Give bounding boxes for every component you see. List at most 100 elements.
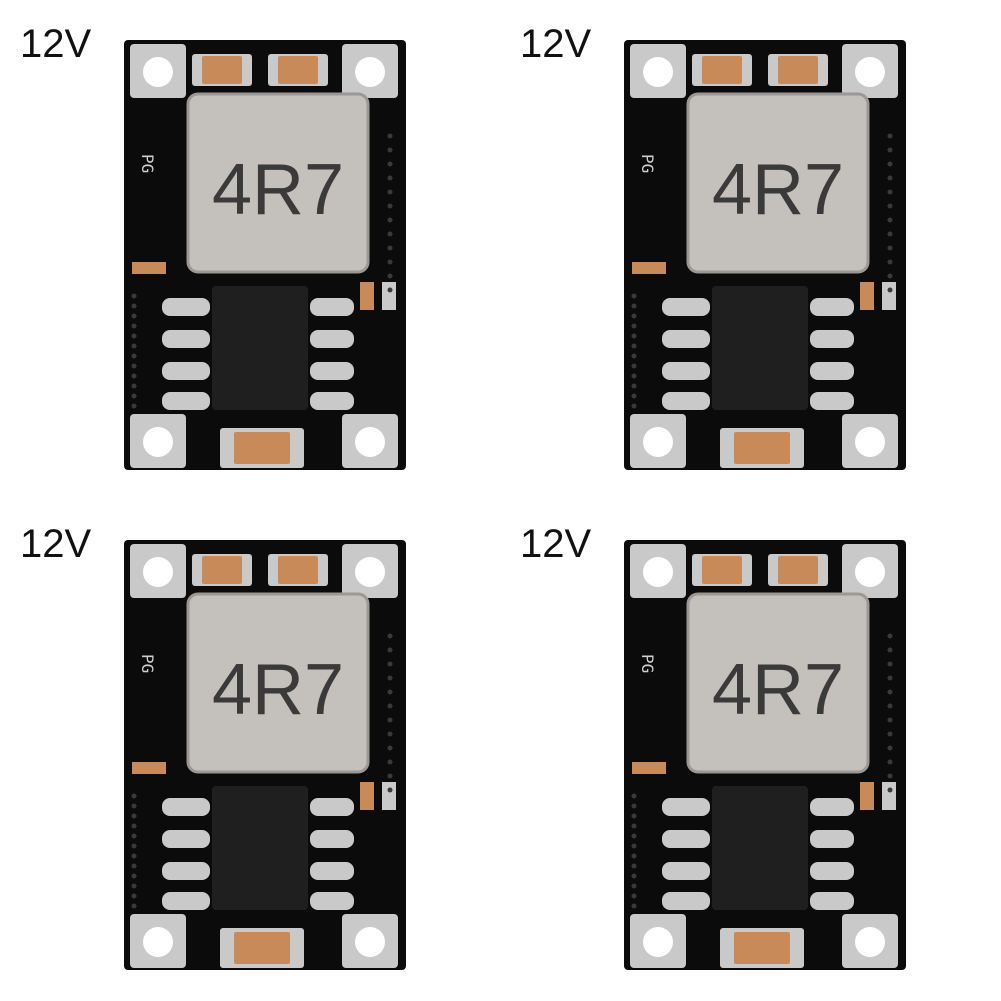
inductor (186, 92, 370, 274)
via (131, 323, 137, 329)
voltage-label: 12V (520, 22, 592, 66)
via (631, 403, 637, 409)
via (887, 647, 893, 653)
via (887, 745, 893, 751)
capacitor (778, 56, 818, 84)
via (387, 703, 393, 709)
capacitor (278, 56, 318, 84)
smd-resistor (132, 762, 166, 774)
via (631, 843, 637, 849)
ic-pin (162, 298, 210, 316)
inductor-marking: 4R7 (712, 150, 844, 230)
capacitor (202, 56, 242, 84)
ic-pin (810, 892, 854, 910)
via (387, 161, 393, 167)
ic-pin (810, 830, 854, 848)
ic-pin (662, 362, 710, 380)
via (131, 373, 137, 379)
ic-pin (310, 298, 354, 316)
via (631, 393, 637, 399)
via (131, 333, 137, 339)
via (387, 287, 393, 293)
via (387, 689, 393, 695)
ic-pin (662, 862, 710, 880)
via (631, 303, 637, 309)
ic-pin (162, 330, 210, 348)
ic-pin (310, 830, 354, 848)
ic-pin (662, 392, 710, 410)
via (631, 803, 637, 809)
mounting-hole (855, 427, 885, 457)
capacitor (278, 556, 318, 584)
via (131, 803, 137, 809)
mounting-hole (643, 427, 673, 457)
mounting-hole (355, 557, 385, 587)
via (387, 217, 393, 223)
via (887, 273, 893, 279)
capacitor (734, 432, 790, 464)
via (631, 293, 637, 299)
via (631, 833, 637, 839)
via (131, 873, 137, 879)
via (131, 903, 137, 909)
inductor-marking: 4R7 (212, 150, 344, 230)
capacitor (734, 932, 790, 964)
capacitor (702, 556, 742, 584)
via (387, 773, 393, 779)
mounting-hole (143, 57, 173, 87)
via (631, 323, 637, 329)
via (631, 383, 637, 389)
ic-pin (310, 330, 354, 348)
capacitor (202, 556, 242, 584)
via (887, 717, 893, 723)
ic-pin (810, 392, 854, 410)
ic-pin (310, 362, 354, 380)
via (631, 893, 637, 899)
smd-resistor (132, 262, 166, 274)
via (887, 759, 893, 765)
ic-pin (662, 798, 710, 816)
via (887, 703, 893, 709)
smd-resistor (860, 282, 874, 310)
ic-package (712, 286, 808, 410)
mounting-hole (143, 927, 173, 957)
via (387, 717, 393, 723)
mounting-hole (143, 427, 173, 457)
pg-silkscreen: PG (638, 654, 657, 673)
ic-pin (810, 330, 854, 348)
ic-pin (662, 298, 710, 316)
via (387, 273, 393, 279)
via (131, 793, 137, 799)
via (387, 203, 393, 209)
inductor-marking: 4R7 (712, 650, 844, 730)
mounting-hole (855, 57, 885, 87)
ic-pin (810, 298, 854, 316)
smd-resistor (860, 782, 874, 810)
ic-pin (162, 830, 210, 848)
smd-resistor (632, 262, 666, 274)
ic-pin (310, 798, 354, 816)
capacitor (234, 432, 290, 464)
via (131, 893, 137, 899)
ic-pin (662, 830, 710, 848)
via (887, 675, 893, 681)
via (387, 189, 393, 195)
via (887, 287, 893, 293)
via (887, 217, 893, 223)
smd-resistor (382, 282, 396, 310)
via (131, 843, 137, 849)
via (387, 147, 393, 153)
via (631, 853, 637, 859)
via (631, 863, 637, 869)
via (131, 363, 137, 369)
capacitor (778, 556, 818, 584)
pg-silkscreen: PG (638, 154, 657, 173)
buck-converter-board: 4R7 PG (624, 40, 906, 470)
via (887, 633, 893, 639)
via (131, 303, 137, 309)
via (387, 133, 393, 139)
via (631, 813, 637, 819)
mounting-hole (143, 557, 173, 587)
